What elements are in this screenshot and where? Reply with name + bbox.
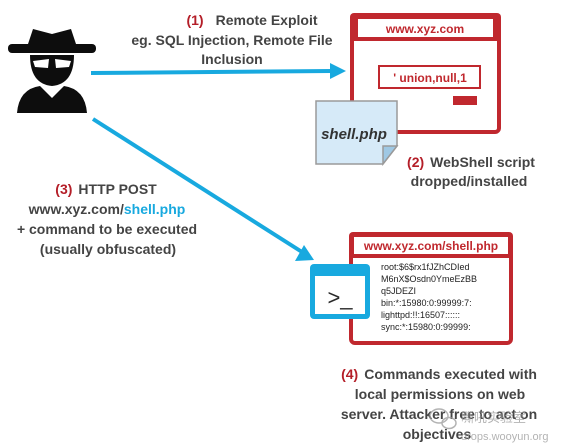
- wechat-icon: [429, 408, 457, 430]
- terminal-icon: >_: [310, 264, 370, 319]
- step3-url: www.xyz.com/shell.php: [28, 201, 186, 217]
- step4-line2: local permissions on web: [355, 386, 525, 402]
- terminal-prompt: >_: [327, 285, 353, 310]
- watermark-brand: 嘶吼实验室: [461, 410, 526, 425]
- step1-line3: Inclusion: [201, 51, 262, 67]
- arrow-http-post: [91, 117, 314, 261]
- file-icon: shell.php: [315, 100, 399, 167]
- output-line-6: sync:*:15980:0:99999:: [381, 322, 471, 332]
- output-line-5: lighttpd:!!:16507::::::: [381, 310, 460, 320]
- step2-label: (2)WebShell script: [407, 154, 535, 170]
- step1-line2: eg. SQL Injection, Remote File: [131, 32, 332, 48]
- hacker-icon: [8, 29, 96, 113]
- injection-input-value: ' union,null,1: [393, 71, 467, 85]
- step4-label: (4)Commands executed with: [341, 366, 537, 382]
- step3-label: (3)HTTP POST: [55, 181, 157, 197]
- file-label: shell.php: [321, 126, 387, 143]
- output-line-4: bin:*:15980:0:99999:7:: [381, 298, 472, 308]
- output-line-1: root:$6$rx1fJZhCDIed: [381, 262, 470, 272]
- window1-url: www.xyz.com: [385, 22, 464, 36]
- arrow-exploit: [90, 63, 346, 79]
- step1-label: (1)Remote Exploit: [186, 12, 317, 28]
- watermark-site: drops.wooyun.org: [461, 431, 548, 443]
- watermark: 嘶吼实验室 drops.wooyun.org: [429, 408, 548, 443]
- output-line-2: M6nX$Osdn0YmeEzBB: [381, 274, 477, 284]
- shell-output-window: www.xyz.com/shell.php root:$6$rx1fJZhCDI…: [349, 232, 513, 345]
- output-line-3: q5JDEZI: [381, 286, 416, 296]
- step3-line3: + command to be executed: [17, 221, 197, 237]
- step3-line4: (usually obfuscated): [40, 241, 176, 257]
- step2-line2: dropped/installed: [411, 173, 528, 189]
- injection-input-field[interactable]: [378, 65, 481, 89]
- step4-line3: server. Attacker free to act on: [341, 406, 537, 422]
- step4-line4: objectives: [403, 426, 472, 442]
- window2-url: www.xyz.com/shell.php: [363, 239, 498, 253]
- submit-button[interactable]: [453, 96, 477, 105]
